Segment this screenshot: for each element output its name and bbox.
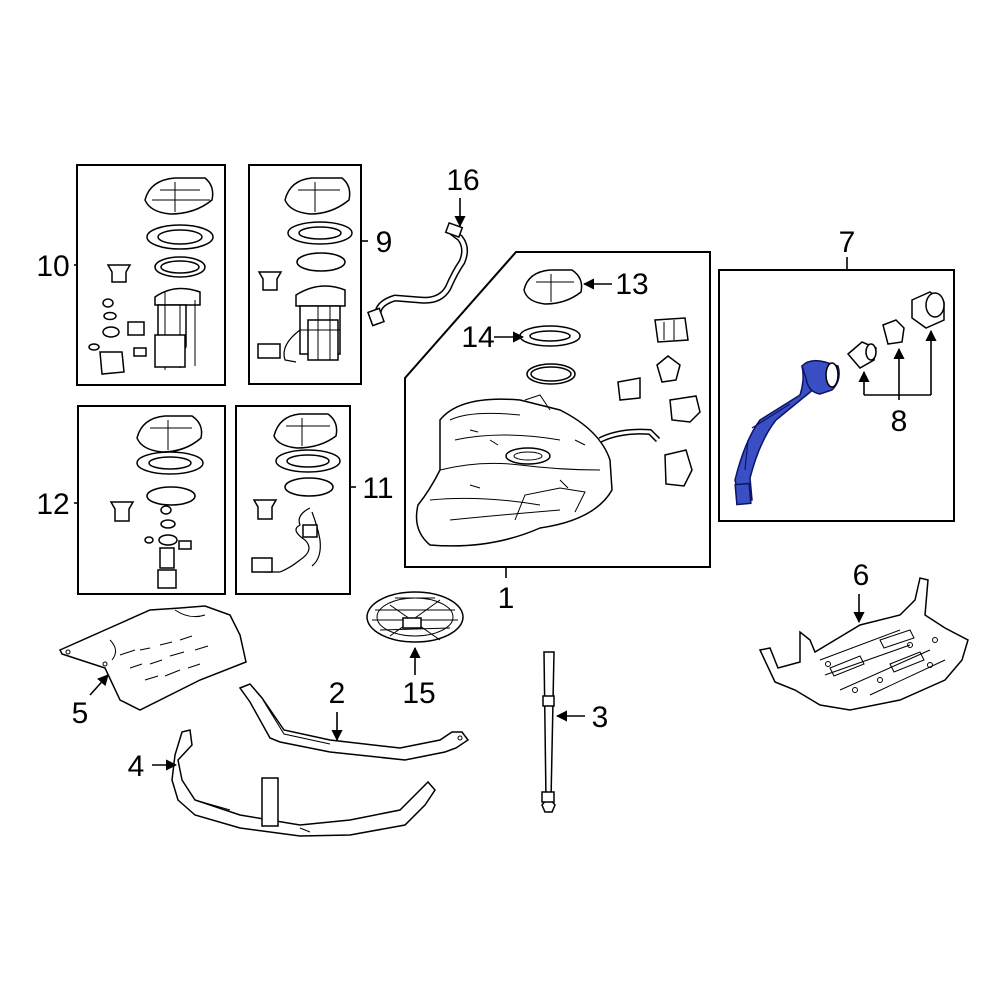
- pump-kit-box-10[interactable]: [76, 164, 226, 386]
- pump-kit-box-12[interactable]: [77, 405, 226, 595]
- callout-10: 10: [36, 250, 69, 283]
- callout-12: 12: [36, 488, 69, 521]
- callout-3: 3: [592, 701, 609, 734]
- callout-4: 4: [128, 750, 145, 783]
- tank-pad-15[interactable]: [366, 591, 464, 643]
- callout-11: 11: [362, 472, 393, 505]
- callout-2: 2: [329, 677, 346, 710]
- heat-shield-5[interactable]: [58, 605, 247, 711]
- callout-15: 15: [402, 677, 435, 710]
- callout-14: 14: [461, 321, 494, 354]
- callout-9: 9: [376, 226, 393, 259]
- callout-7: 7: [839, 226, 856, 259]
- pump-kit-box-11[interactable]: [235, 405, 351, 595]
- fuel-tank-box-1[interactable]: [404, 251, 711, 568]
- pump-kit-box-9[interactable]: [248, 164, 362, 385]
- vent-hose-16[interactable]: [367, 221, 469, 327]
- tank-shield-6[interactable]: [758, 577, 969, 711]
- callout-13: 13: [615, 268, 648, 301]
- callout-6: 6: [853, 559, 870, 592]
- callout-16: 16: [446, 164, 479, 197]
- callout-1: 1: [498, 582, 515, 615]
- tank-strap-4[interactable]: [171, 729, 436, 837]
- callout-5: 5: [72, 697, 89, 730]
- tank-strap-2[interactable]: [238, 683, 470, 761]
- tank-rod-3[interactable]: [541, 651, 556, 813]
- callout-8: 8: [891, 405, 908, 438]
